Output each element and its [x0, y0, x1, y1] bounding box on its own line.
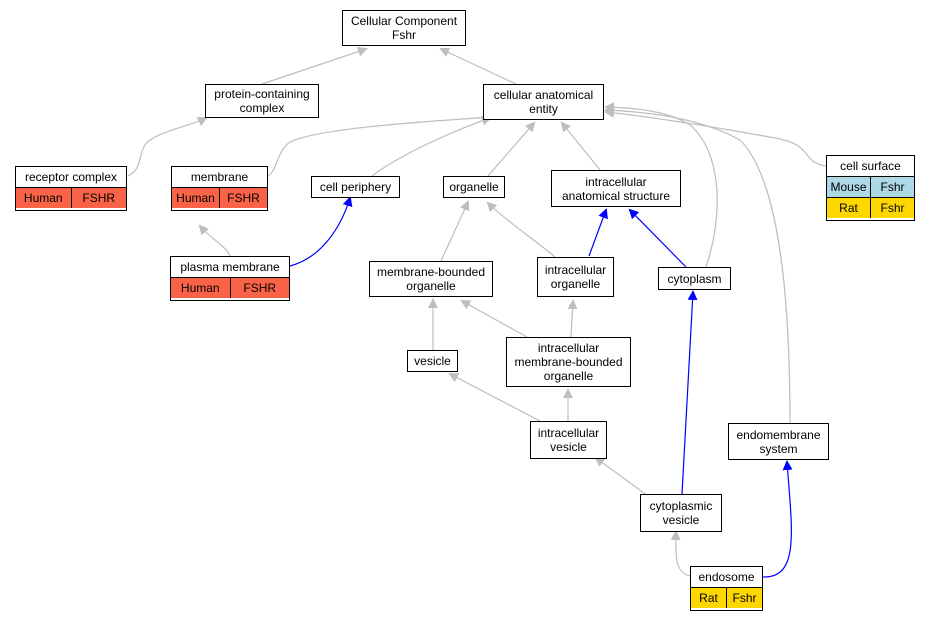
annotation-row: Rat Fshr	[691, 588, 762, 608]
species-cell: Human	[16, 188, 71, 208]
edge-cytoplasm-part-of-ias	[628, 208, 687, 268]
gene-cell: FSHR	[219, 188, 267, 208]
node-title: membrane	[172, 167, 267, 188]
node-title: cell surface	[827, 156, 914, 177]
edge-endomembrane-to-cae	[604, 105, 791, 424]
node-intracellular-anatomical-structure[interactable]: intracellular anatomical structure	[551, 170, 681, 207]
gene-cell: Fshr	[870, 177, 914, 197]
node-title: receptor complex	[16, 167, 126, 188]
node-cytoplasm[interactable]: cytoplasm	[658, 267, 731, 290]
node-receptor-complex[interactable]: receptor complex Human FSHR	[15, 166, 127, 211]
edge-endosome-part-of-endomembrane	[762, 460, 793, 578]
node-cellular-anatomical-entity[interactable]: cellular anatomical entity	[483, 84, 604, 120]
node-endomembrane-system[interactable]: endomembrane system	[728, 423, 829, 460]
node-cell-periphery[interactable]: cell periphery	[311, 176, 400, 198]
node-membrane-bounded-organelle[interactable]: membrane-bounded organelle	[369, 261, 493, 297]
edge-cae-to-root	[439, 47, 517, 85]
edge-cv-to-iv	[594, 456, 649, 497]
edge-mbo-to-organelle	[440, 200, 470, 262]
annotation-row: Human FSHR	[16, 188, 126, 208]
node-organelle[interactable]: organelle	[443, 176, 505, 198]
node-plasma-membrane[interactable]: plasma membrane Human FSHR	[170, 256, 290, 301]
gene-cell: FSHR	[70, 188, 126, 208]
edge-membrane-to-cae	[267, 112, 494, 177]
node-protein-containing-complex[interactable]: protein-containing complex	[205, 84, 319, 118]
gene-cell: Fshr	[726, 588, 762, 608]
annotation-row: Rat Fshr	[827, 197, 914, 218]
edge-imbo-to-mbo	[460, 300, 528, 338]
gene-cell: FSHR	[229, 278, 289, 298]
species-cell: Rat	[827, 198, 870, 218]
edge-plasma-membrane-part-of-cell-periphery	[289, 196, 353, 267]
edge-receptor-complex-to-protein-complex	[127, 117, 208, 177]
node-intracellular-organelle[interactable]: intracellular organelle	[537, 257, 614, 297]
edge-cell-surface-to-cae	[604, 107, 827, 167]
species-cell: Mouse	[827, 177, 870, 197]
edge-io-part-of-ias	[588, 208, 608, 257]
annotation-row: Mouse Fshr	[827, 177, 914, 197]
node-endosome[interactable]: endosome Rat Fshr	[690, 566, 763, 611]
edge-endosome-to-cv	[670, 530, 691, 577]
species-cell: Human	[171, 278, 230, 298]
edge-ias-to-cae	[560, 121, 601, 171]
node-title: plasma membrane	[171, 257, 289, 278]
edge-cytoplasm-to-cae	[604, 102, 718, 268]
annotation-row: Human FSHR	[172, 188, 267, 208]
node-title: endosome	[691, 567, 762, 588]
node-cytoplasmic-vesicle[interactable]: cytoplasmic vesicle	[640, 494, 722, 532]
node-membrane[interactable]: membrane Human FSHR	[171, 166, 268, 211]
node-intracellular-membrane-bounded-organelle[interactable]: intracellular membrane-bounded organelle	[506, 337, 631, 387]
edge-organelle-to-cae	[487, 121, 536, 177]
edge-protein-complex-to-root	[261, 46, 368, 85]
edge-iv-to-vesicle	[448, 373, 541, 422]
edge-cv-part-of-cytoplasm	[681, 290, 698, 495]
edge-cell-periphery-to-cae	[371, 115, 492, 177]
edge-io-to-organelle	[486, 201, 556, 258]
species-cell: Rat	[691, 588, 726, 608]
node-intracellular-vesicle[interactable]: intracellular vesicle	[530, 421, 607, 459]
edge-imbo-to-io	[567, 299, 578, 338]
node-vesicle[interactable]: vesicle	[407, 350, 458, 372]
node-root[interactable]: Cellular Component Fshr	[342, 10, 466, 46]
species-cell: Human	[172, 188, 219, 208]
annotation-row: Human FSHR	[171, 278, 289, 298]
node-cell-surface[interactable]: cell surface Mouse Fshr Rat Fshr	[826, 155, 915, 221]
gene-cell: Fshr	[870, 198, 914, 218]
edge-plasma-membrane-to-membrane	[198, 224, 231, 257]
